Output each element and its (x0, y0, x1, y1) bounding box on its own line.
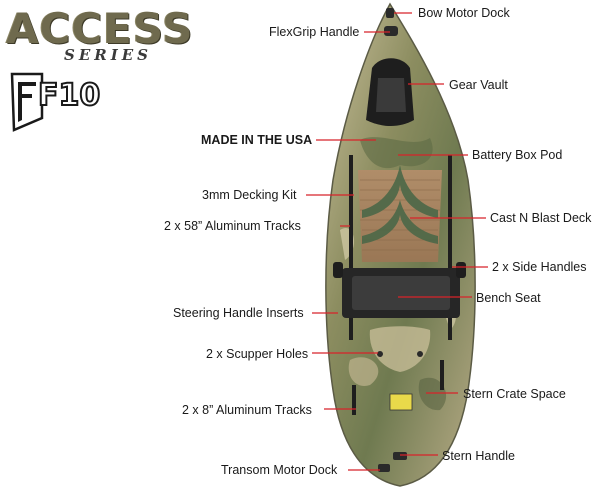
short-track-left (352, 385, 356, 415)
f10-badge: F10 (8, 68, 101, 132)
f10-badge-icon (10, 72, 44, 132)
scupper-hole-right (417, 351, 423, 357)
label-scupper-holes: 2 x Scupper Holes (206, 347, 309, 361)
label-made-in-usa: MADE IN THE USA (201, 133, 313, 147)
stern-handle (393, 452, 407, 460)
scupper-hole-left (377, 351, 383, 357)
logo-model-text: F10 (37, 77, 101, 114)
label-decking-kit: 3mm Decking Kit (202, 188, 297, 202)
label-stern-crate-space: Stern Crate Space (463, 387, 566, 401)
label-battery-box-pod: Battery Box Pod (472, 148, 563, 162)
label-flexgrip-handle: FlexGrip Handle (269, 25, 360, 39)
aluminum-track-left (349, 155, 353, 340)
label-bow-motor-dock: Bow Motor Dock (418, 6, 510, 20)
label-transom-motor-dock: Transom Motor Dock (221, 463, 338, 477)
label-stern-handle: Stern Handle (442, 449, 515, 463)
short-track-right (440, 360, 444, 390)
logo-brand-text: ACCESS (6, 4, 194, 53)
side-handle-left (333, 262, 343, 278)
label-bench-seat: Bench Seat (476, 291, 541, 305)
transom-motor-dock (378, 464, 390, 472)
bow-motor-dock (386, 8, 394, 18)
label-aluminum-tracks-58: 2 x 58” Aluminum Tracks (164, 219, 301, 233)
logo-series-text: SERIES (64, 46, 153, 64)
flexgrip-handle (384, 26, 398, 36)
decking-kit (358, 170, 442, 262)
label-aluminum-tracks-8: 2 x 8” Aluminum Tracks (182, 403, 312, 417)
side-handle-right (456, 262, 466, 278)
label-steering-handle-inserts: Steering Handle Inserts (173, 306, 304, 320)
label-gear-vault: Gear Vault (449, 78, 508, 92)
label-side-handles: 2 x Side Handles (492, 260, 587, 274)
warning-sticker (389, 393, 413, 411)
label-cast-n-blast-deck: Cast N Blast Deck (490, 211, 592, 225)
cast-n-blast-deck (362, 165, 438, 244)
aluminum-track-right (448, 155, 452, 340)
access-series-logo: ACCESS SERIES (6, 6, 192, 65)
